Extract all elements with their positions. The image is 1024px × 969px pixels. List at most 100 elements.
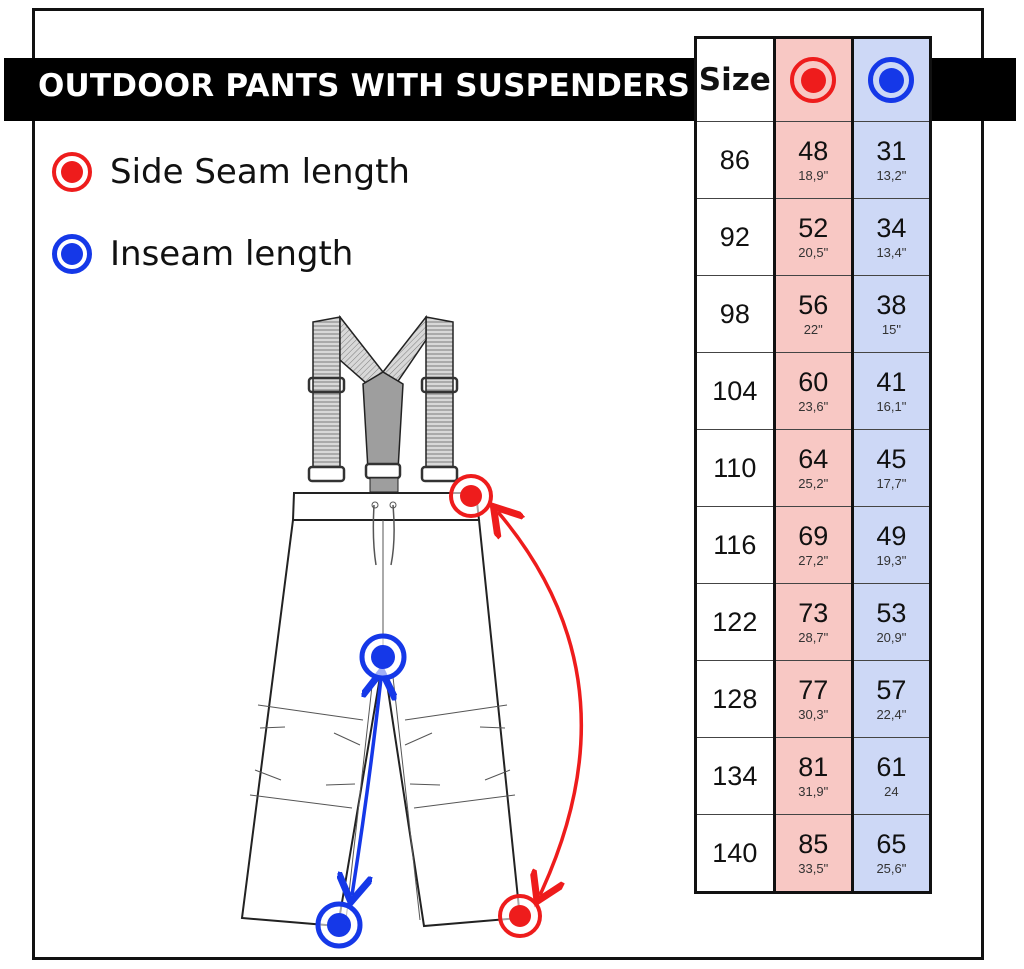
inseam-inch: 20,9" xyxy=(876,630,907,645)
page-title: OUTDOOR PANTS WITH SUSPENDERS xyxy=(38,68,691,104)
inseam-inch: 25,6" xyxy=(876,861,907,876)
inseam-inch: 13,2" xyxy=(876,168,907,183)
side-seam-inch: 22" xyxy=(803,322,823,337)
inseam-cell: 31 13,2" xyxy=(851,121,932,199)
side-seam-cm: 56 xyxy=(798,290,829,320)
inseam-cm: 38 xyxy=(876,290,907,320)
size-cell: 134 xyxy=(695,737,775,815)
inseam-cell: 45 17,7" xyxy=(851,429,932,507)
inseam-inch: 16,1" xyxy=(876,399,907,414)
side-seam-cm: 73 xyxy=(798,598,829,628)
side-seam-inch: 18,9" xyxy=(798,168,829,183)
table-header-row: Size xyxy=(695,37,932,122)
side-seam-cm: 69 xyxy=(798,521,829,551)
side-seam-cm: 77 xyxy=(798,675,829,705)
inseam-inch: 13,4" xyxy=(876,245,907,260)
inseam-arrow xyxy=(352,678,381,895)
inseam-cm: 61 xyxy=(876,752,907,782)
size-cell: 98 xyxy=(695,275,775,353)
table-row: 140 85 33,5" 65 25,6" xyxy=(695,814,932,893)
side-seam-cell: 52 20,5" xyxy=(772,198,854,276)
red-target-icon xyxy=(790,57,837,103)
size-cell: 104 xyxy=(695,352,775,430)
blue-target-icon xyxy=(52,234,92,274)
side-seam-inch: 20,5" xyxy=(798,245,829,260)
side-seam-arrow xyxy=(498,512,584,895)
legend-label: Inseam length xyxy=(110,234,354,274)
table-row: 128 77 30,3" 57 22,4" xyxy=(695,660,932,738)
inseam-inch: 24 xyxy=(884,784,899,799)
size-cell: 116 xyxy=(695,506,775,584)
legend-item-inseam: Inseam length xyxy=(52,234,353,274)
inseam-inch: 15" xyxy=(881,322,901,337)
table-row: 86 48 18,9" 31 13,2" xyxy=(695,121,932,199)
inseam-cm: 65 xyxy=(876,829,907,859)
inseam-cm: 41 xyxy=(876,367,907,397)
inseam-cm: 57 xyxy=(876,675,907,705)
table-row: 122 73 28,7" 53 20,9" xyxy=(695,583,932,661)
table-row: 110 64 25,2" 45 17,7" xyxy=(695,429,932,507)
size-cell: 128 xyxy=(695,660,775,738)
inseam-cell: 65 25,6" xyxy=(851,814,932,893)
legend-label: Side Seam length xyxy=(110,152,410,192)
size-cell: 110 xyxy=(695,429,775,507)
inseam-cell: 41 16,1" xyxy=(851,352,932,430)
side-seam-cell: 48 18,9" xyxy=(772,121,854,199)
side-seam-bottom-marker xyxy=(498,894,542,938)
side-seam-inch: 25,2" xyxy=(798,476,829,491)
side-seam-cell: 73 28,7" xyxy=(772,583,854,661)
inseam-cm: 53 xyxy=(876,598,907,628)
size-cell: 140 xyxy=(695,814,775,893)
inseam-inch: 19,3" xyxy=(876,553,907,568)
side-seam-cm: 48 xyxy=(798,136,829,166)
header-inseam xyxy=(851,37,932,122)
inseam-cell: 49 19,3" xyxy=(851,506,932,584)
side-seam-cm: 85 xyxy=(798,829,829,859)
side-seam-inch: 27,2" xyxy=(798,553,829,568)
size-cell: 86 xyxy=(695,121,775,199)
inseam-cm: 31 xyxy=(876,136,907,166)
legend-item-side-seam: Side Seam length xyxy=(52,152,410,192)
side-seam-cm: 81 xyxy=(798,752,829,782)
side-seam-cm: 52 xyxy=(798,213,829,243)
blue-target-icon xyxy=(868,57,915,103)
side-seam-cell: 69 27,2" xyxy=(772,506,854,584)
inseam-bottom-marker xyxy=(315,901,363,949)
side-seam-top-marker xyxy=(449,474,493,518)
table-row: 116 69 27,2" 49 19,3" xyxy=(695,506,932,584)
page-frame xyxy=(32,8,984,960)
inseam-inch: 22,4" xyxy=(876,707,907,722)
side-seam-cell: 77 30,3" xyxy=(772,660,854,738)
header-size: Size xyxy=(695,37,775,122)
inseam-top-marker xyxy=(359,633,407,681)
inseam-cell: 34 13,4" xyxy=(851,198,932,276)
side-seam-inch: 28,7" xyxy=(798,630,829,645)
side-seam-inch: 23,6" xyxy=(798,399,829,414)
side-seam-cm: 64 xyxy=(798,444,829,474)
side-seam-cell: 85 33,5" xyxy=(772,814,854,893)
inseam-cell: 53 20,9" xyxy=(851,583,932,661)
size-cell: 122 xyxy=(695,583,775,661)
table-row: 104 60 23,6" 41 16,1" xyxy=(695,352,932,430)
red-target-icon xyxy=(52,152,92,192)
side-seam-cell: 64 25,2" xyxy=(772,429,854,507)
inseam-cm: 34 xyxy=(876,213,907,243)
side-seam-inch: 33,5" xyxy=(798,861,829,876)
inseam-cell: 57 22,4" xyxy=(851,660,932,738)
suspenders xyxy=(307,314,459,493)
inseam-cm: 49 xyxy=(876,521,907,551)
inseam-inch: 17,7" xyxy=(876,476,907,491)
side-seam-cell: 60 23,6" xyxy=(772,352,854,430)
side-seam-cm: 60 xyxy=(798,367,829,397)
inseam-cm: 45 xyxy=(876,444,907,474)
side-seam-inch: 30,3" xyxy=(798,707,829,722)
header-side-seam xyxy=(772,37,854,122)
